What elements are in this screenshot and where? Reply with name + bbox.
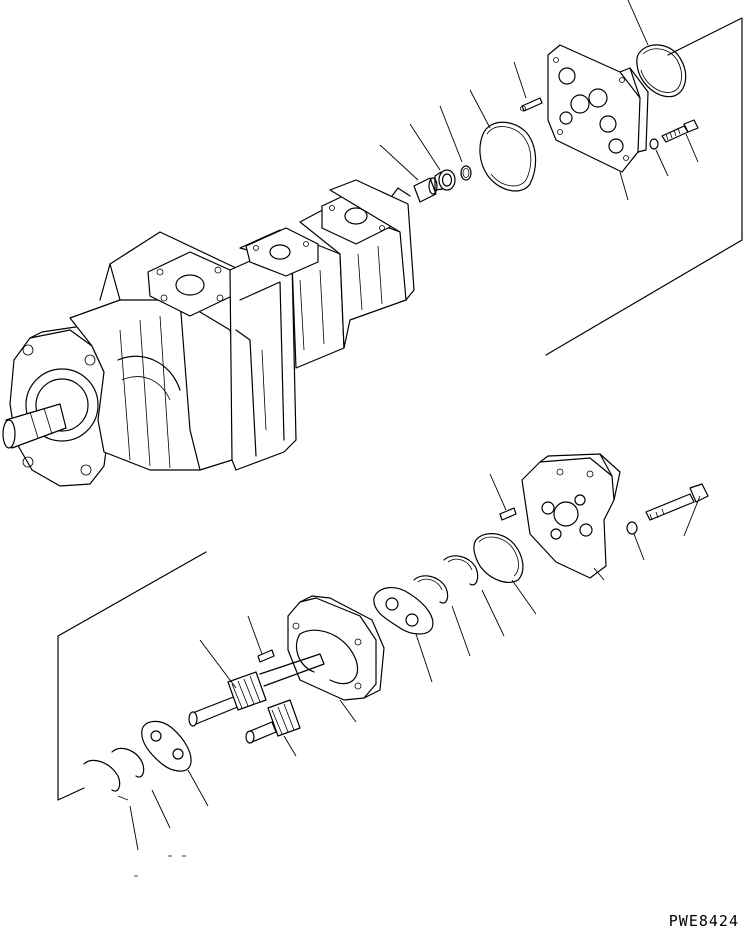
- seal-ring-bottom-left-a: [111, 747, 145, 778]
- gear-housing-bottom: [287, 595, 385, 701]
- side-plate-bottom-left: [141, 720, 192, 772]
- dowel-pin-housing: [257, 649, 275, 663]
- seal-ring-bottom-b: [413, 575, 449, 604]
- side-plate-bottom: [373, 587, 434, 635]
- snap-ring-top: [460, 165, 472, 181]
- washer-top: [649, 138, 659, 150]
- dowel-pin-top: [520, 97, 543, 112]
- through-bolt-bottom: [645, 483, 709, 521]
- drive-gear-shaft: [188, 653, 325, 727]
- gasket-top: [479, 121, 537, 192]
- pump-assembly: [2, 179, 415, 487]
- bolt-top: [661, 119, 699, 143]
- leader-lines-top: [379, 0, 699, 201]
- o-ring-large-top: [636, 44, 687, 98]
- seal-ring-bottom-left-b: [83, 759, 129, 801]
- dowel-pin-bottom: [499, 507, 517, 521]
- top-group-frame: [545, 17, 743, 356]
- gasket-bottom: [473, 533, 524, 583]
- seal-ring-bottom-a: [443, 555, 479, 586]
- leader-lines-bottom: [129, 473, 701, 851]
- driven-gear: [245, 699, 301, 744]
- drawing-reference-code: PWE8424: [668, 912, 739, 930]
- bottom-group-frame: [57, 551, 207, 801]
- bearing-top: [434, 169, 456, 191]
- bushing-top: [413, 177, 438, 203]
- rear-cover-plate: [547, 44, 649, 173]
- front-cover-bottom: [521, 453, 621, 579]
- washer-bottom: [626, 521, 638, 535]
- stray-marks: [134, 855, 186, 877]
